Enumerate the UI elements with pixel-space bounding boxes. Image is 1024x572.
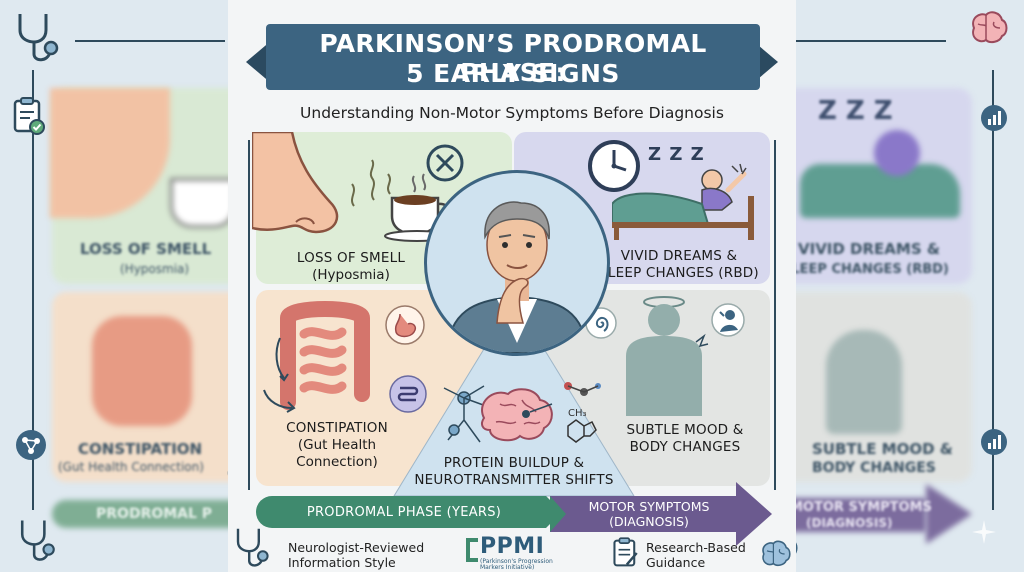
bed-sleeper-icon	[612, 163, 754, 240]
background-mood-text: SUBTLE MOOD &	[812, 440, 953, 458]
sparkle-icon	[972, 520, 996, 544]
background-left-panel: LOSS OF SMELL (Hyposmia) CONSTIPATION (G…	[0, 0, 228, 572]
network-icon	[16, 430, 46, 460]
molecule-icon	[564, 382, 601, 443]
stomach-icon	[385, 305, 425, 345]
dreams-title-2: SLEEP CHANGES (RBD)	[599, 265, 759, 281]
background-sleeper-shape	[874, 130, 920, 176]
frame-line	[248, 140, 250, 490]
motor-symptoms-arrowhead	[736, 482, 772, 546]
stethoscope-icon	[20, 520, 55, 561]
background-cup-shape	[170, 178, 228, 228]
footer-right-line-2: Guidance	[646, 555, 706, 570]
body-silhouette-icon	[626, 296, 709, 416]
dreams-title-1: VIVID DREAMS &	[620, 248, 738, 264]
motor-symptoms-text-1: MOTOR SYMPTOMS	[588, 499, 710, 514]
ppmi-logo-mark-icon	[466, 538, 478, 562]
flow-arrow-icon	[263, 389, 296, 413]
thoughtful-man-illustration	[445, 201, 589, 353]
background-motor-text2: (DIAGNOSIS)	[806, 516, 893, 530]
background-dreams-text2: SLEEP CHANGES (RBD)	[796, 262, 949, 277]
stethoscope-icon	[18, 14, 59, 62]
background-zzz: Z Z Z	[818, 96, 893, 126]
background-mood-text2: BODY CHANGES	[812, 460, 936, 476]
constipation-title: CONSTIPATION	[286, 420, 388, 436]
protein-title-1: PROTEIN BUILDUP &	[443, 455, 585, 471]
background-right-line	[992, 70, 994, 510]
constipation-subtitle-2: Connection)	[296, 454, 378, 470]
background-prodromal-bar	[52, 500, 228, 528]
protein-title-2: NEUROTRANSMITTER SHIFTS	[414, 472, 614, 488]
motor-symptoms-text-2: (DIAGNOSIS)	[609, 514, 689, 529]
brain-icon	[762, 540, 791, 567]
mood-title-2: BODY CHANGES	[629, 439, 741, 455]
stethoscope-icon	[236, 528, 269, 567]
chart-icon	[981, 105, 1007, 131]
prodromal-phase-bar	[256, 496, 546, 528]
sleep-zzz: Z Z Z	[648, 144, 705, 165]
aroma-lines-icon	[351, 159, 391, 207]
footer-research-text: Research-Based Guidance	[646, 540, 746, 570]
chart-icon	[981, 429, 1007, 455]
nose-icon	[252, 132, 339, 234]
intestine-icon	[275, 301, 370, 410]
mood-title-1: SUBTLE MOOD &	[626, 422, 744, 438]
background-silhouette-shape	[826, 330, 902, 434]
background-top-line	[796, 40, 946, 42]
background-smell-text: LOSS OF SMELL	[80, 240, 212, 258]
background-dreams-text: VIVID DREAMS &	[798, 240, 940, 258]
dreams-label: VIVID DREAMS & SLEEP CHANGES (RBD)	[594, 248, 764, 282]
network-icon	[227, 470, 228, 476]
background-prodromal-text: PRODROMAL P	[96, 506, 213, 522]
background-constipation-sub: (Gut Health Connection)	[58, 460, 204, 474]
ppmi-logo-sub-2: Markers Initiative)	[480, 564, 535, 571]
footer-neurologist-text: Neurologist-Reviewed Information Style	[288, 540, 424, 570]
title-line-1: PARKINSON’S PRODROMAL PHASE:	[319, 29, 707, 87]
background-motor-arrow	[926, 484, 972, 544]
background-smell-sub: (Hyposmia)	[120, 262, 190, 276]
no-smell-icon	[426, 144, 464, 182]
mood-label: SUBTLE MOOD & BODY CHANGES	[610, 422, 760, 456]
stress-person-icon	[711, 303, 745, 337]
motor-symptoms-notch	[550, 496, 566, 532]
constipation-label: CONSTIPATION (Gut Health Connection)	[262, 420, 412, 471]
background-constipation-text: CONSTIPATION	[78, 440, 203, 458]
subtitle: Understanding Non-Motor Symptoms Before …	[300, 104, 724, 122]
infographic-poster: PARKINSON’S PRODROMAL PHASE: 5 EARLY SIG…	[228, 0, 796, 572]
footer-left-line-2: Information Style	[288, 555, 396, 570]
background-right-panel: Z Z Z VIVID DREAMS & SLEEP CHANGES (RBD)…	[796, 0, 1024, 572]
neuron-icon	[443, 385, 487, 443]
motor-symptoms-bar	[550, 496, 736, 532]
background-left-line	[32, 70, 34, 510]
background-top-line	[75, 40, 225, 42]
ppmi-logo-sub-1: (Parkinson's Progression	[480, 558, 553, 565]
background-motor-bar	[796, 498, 926, 532]
smell-title: LOSS OF SMELL	[296, 250, 406, 266]
protein-label: PROTEIN BUILDUP & NEUROTRANSMITTER SHIFT…	[414, 455, 614, 489]
clock-icon	[588, 140, 640, 192]
brain-icon	[481, 388, 553, 442]
background-motor-text: MOTOR SYMPTOMS	[796, 500, 932, 515]
background-intestine-shape	[92, 316, 192, 426]
molecule-label: CH₃	[568, 408, 587, 419]
brain-icon	[972, 11, 1008, 44]
ppmi-logo-text: PPMI	[480, 534, 545, 559]
ppmi-logo: PPMI (Parkinson's Progression Markers In…	[464, 534, 574, 571]
constipation-subtitle-1: (Gut Health	[297, 437, 377, 453]
smell-subtitle: (Hyposmia)	[312, 267, 390, 283]
title-line-2: 5 EARLY SIGNS	[406, 59, 620, 88]
clipboard-icon	[613, 537, 638, 567]
gut-coil-icon	[389, 375, 427, 413]
title-banner: PARKINSON’S PRODROMAL PHASE: 5 EARLY SIG…	[266, 24, 760, 90]
brain-icon	[796, 542, 798, 554]
footer-left-line-1: Neurologist-Reviewed	[288, 540, 425, 555]
prodromal-phase-text: PRODROMAL PHASE (YEARS)	[306, 505, 502, 520]
frame-line	[774, 140, 776, 490]
smell-label: LOSS OF SMELL (Hyposmia)	[266, 250, 436, 284]
clipboard-check-icon	[13, 97, 45, 135]
center-portrait-circle	[424, 170, 610, 356]
background-bed-shape	[800, 164, 960, 218]
footer-right-line-1: Research-Based	[646, 540, 746, 555]
